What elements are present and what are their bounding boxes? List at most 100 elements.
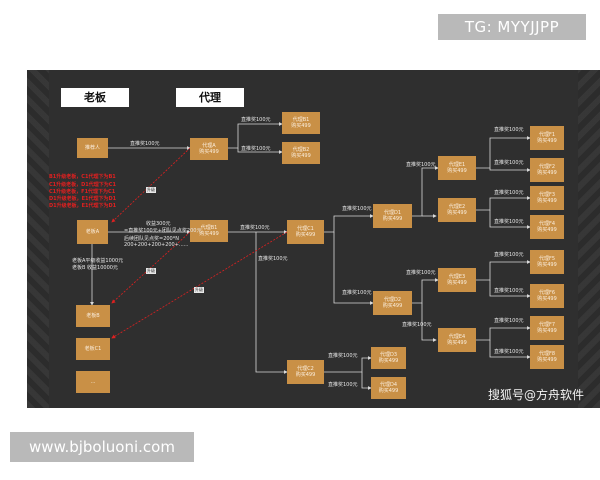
node-purchase: 购买499: [537, 357, 557, 363]
edge-label: 直推奖100元: [258, 256, 288, 262]
edge-label: 直推奖100元: [494, 127, 524, 133]
node-purchase: 购买499: [537, 227, 557, 233]
upgrade-note: B1升级老板，C1代理下为B1: [49, 174, 116, 180]
node-purchase: 购买499: [447, 210, 467, 216]
edge-label: 直推奖100元: [406, 270, 436, 276]
edge-label: 直推奖100元: [494, 318, 524, 324]
node-name: 代理C2: [297, 366, 314, 372]
node-purchase: 购买499: [537, 198, 557, 204]
telegram-badge: TG: MYYJJPP: [438, 14, 586, 40]
promote-tag: 升级: [146, 187, 156, 193]
node-name: 代理F7: [538, 322, 556, 328]
node-name: 代理A: [202, 143, 216, 149]
boss-income-line: 老板B 收益10000元: [72, 265, 118, 271]
node-name: 代理B1: [200, 225, 218, 231]
edge-label: 直推奖100元: [240, 225, 270, 231]
income-line: =直推奖100元+团队见点奖200元: [124, 228, 202, 234]
node-purchase: 购买499: [537, 138, 557, 144]
edge-label: 直推奖100元: [241, 146, 271, 152]
node-name: 代理E3: [448, 274, 466, 280]
agent-header: 代理: [176, 88, 244, 107]
edge-label: 直推奖100元: [494, 160, 524, 166]
recommender-node: 推荐人: [77, 138, 108, 158]
node-name: 代理F2: [538, 164, 556, 170]
node-name: 代理E1: [448, 162, 466, 168]
node-purchase: 购买499: [537, 296, 557, 302]
node-purchase: 购买499: [537, 262, 557, 268]
edge-label: 直推奖100元: [402, 322, 432, 328]
edge-label: 直推奖100元: [494, 252, 524, 258]
node-name: 代理F6: [538, 290, 556, 296]
node-purchase: 购买499: [447, 168, 467, 174]
edge-label: 直推奖100元: [241, 117, 271, 123]
node-purchase: 购买499: [382, 303, 403, 309]
edge-label: 直推奖100元: [342, 206, 372, 212]
node-purchase: 购买499: [382, 216, 403, 222]
edge-label: 直推奖100元: [494, 349, 524, 355]
node-label: ...: [90, 379, 96, 385]
promote-tag: 升级: [194, 287, 204, 293]
node-purchase: 购买499: [199, 231, 219, 237]
node-purchase: 购买499: [537, 328, 557, 334]
edge-label: 直推奖100元: [494, 219, 524, 225]
edge-label: 直推奖100元: [342, 290, 372, 296]
node-purchase: 购买499: [537, 170, 557, 176]
boss-header: 老板: [61, 88, 129, 107]
node-name: 代理D2: [383, 297, 402, 303]
upgrade-note: C1升级老板，D1代理下为C1: [49, 182, 116, 188]
node-name: 代理D3: [379, 352, 398, 358]
node-purchase: 购买499: [291, 123, 311, 129]
more-node: ...: [76, 371, 110, 393]
upgrade-note: C1升级老板，F1代理下为C1: [49, 189, 116, 195]
node-purchase: 购买499: [378, 388, 399, 394]
node-label: 老板C1: [84, 346, 102, 352]
node-name: 代理E4: [448, 334, 466, 340]
node-label: 推荐人: [84, 145, 100, 151]
income-line: 收益300元: [146, 221, 171, 227]
node-name: 代理F1: [538, 132, 556, 138]
website-badge: www.bjboluoni.com: [10, 432, 194, 462]
edge-label: 直推奖100元: [328, 353, 358, 359]
node-name: 代理F8: [538, 351, 556, 357]
edge-label: 直推奖100元: [328, 382, 358, 388]
node-name: 代理F5: [538, 256, 556, 262]
node-name: 代理D4: [379, 382, 398, 388]
upgrade-note: D1升级老板，E1代理下为D1: [49, 196, 117, 202]
edge-label: 直推奖100元: [494, 288, 524, 294]
income-line: 后续团队见点奖=200*N: [124, 236, 179, 242]
node-name: 代理F3: [538, 192, 556, 198]
edge-label: 直推奖100元: [406, 162, 436, 168]
node-purchase: 购买499: [295, 372, 316, 378]
boss-b-node: 老板B: [76, 305, 110, 327]
node-name: 代理F4: [538, 221, 556, 227]
node-label: 老板B: [86, 313, 100, 319]
node-purchase: 购买499: [295, 232, 316, 238]
node-purchase: 购买499: [447, 280, 467, 286]
node-purchase: 购买499: [447, 340, 467, 346]
diagram-panel: [27, 70, 600, 408]
promote-tag: 升级: [146, 268, 156, 274]
node-purchase: 购买499: [291, 153, 311, 159]
node-purchase: 购买499: [199, 149, 219, 155]
income-line: 200+200+200+200+......: [124, 242, 189, 248]
node-label: 老板A: [85, 229, 100, 235]
